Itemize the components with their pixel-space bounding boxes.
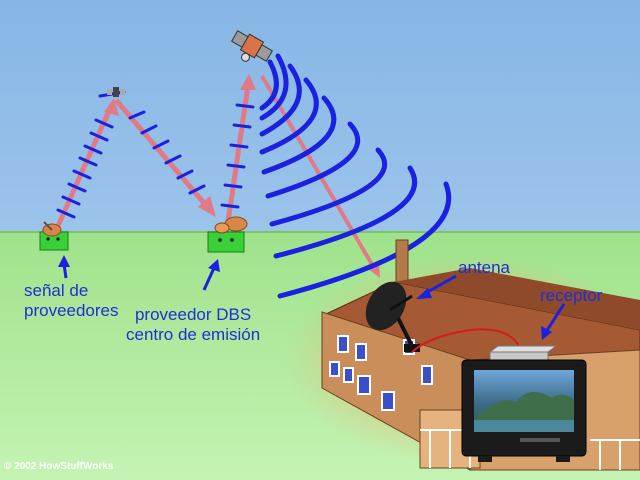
arrow-provider-signal bbox=[58, 255, 70, 279]
broadcast-signal-ticks bbox=[220, 103, 255, 209]
relay-satellite-icon bbox=[107, 87, 125, 97]
receiver-box-icon bbox=[488, 345, 558, 362]
broadcast-waves bbox=[259, 53, 452, 299]
television-icon bbox=[461, 359, 587, 462]
sky bbox=[0, 0, 640, 232]
downlink-signal-ticks bbox=[98, 90, 206, 195]
broadcast-center-icon bbox=[207, 216, 248, 253]
label-arrows bbox=[58, 255, 566, 340]
label-antenna: antena bbox=[458, 258, 510, 277]
label-receiver: receptor bbox=[540, 286, 603, 305]
copyright-notice: © 2002 HowStuffWorks bbox=[4, 461, 114, 472]
arrow-antenna bbox=[416, 274, 457, 299]
antenna-cable bbox=[411, 328, 521, 353]
satellite-dish-icon bbox=[365, 281, 420, 352]
broadcast-uplink-beam bbox=[225, 74, 256, 223]
label-provider-signal: señal de proveedores bbox=[24, 281, 119, 320]
arrow-broadcast-center bbox=[202, 259, 220, 291]
label-broadcast-center: proveedor DBS centro de emisión bbox=[126, 305, 261, 344]
arrow-receiver bbox=[541, 303, 566, 340]
uplink-signal-ticks bbox=[56, 118, 114, 219]
dbs-satellite-icon bbox=[230, 30, 274, 62]
provider-station-icon bbox=[39, 221, 69, 251]
